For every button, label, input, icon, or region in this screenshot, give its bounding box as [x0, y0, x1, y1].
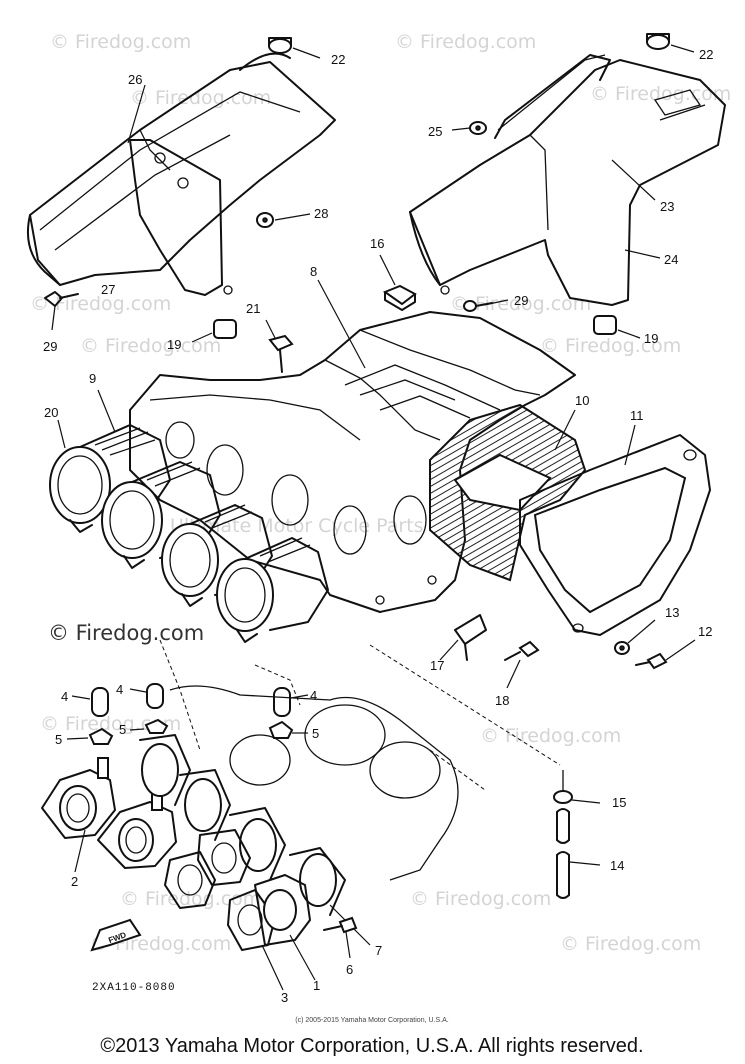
callout-27: 27: [101, 282, 115, 297]
washer-13: [614, 619, 656, 655]
grommet-19-right: [593, 315, 641, 339]
watermark-text: © Firedog.com: [40, 713, 181, 735]
watermark-text: © Firedog.com: [50, 31, 191, 53]
watermark-text: © Firedog.com: [480, 725, 621, 747]
watermark-text: © Firedog.com: [590, 83, 731, 105]
callout-16: 16: [370, 236, 384, 251]
watermark-text: © Firedog.com: [80, 335, 221, 357]
callout-5: 5: [55, 732, 62, 747]
watermark-text: © Firedog.com: [30, 293, 171, 315]
callout-3: 3: [281, 990, 288, 1005]
callout-11: 11: [630, 408, 644, 423]
callout-13: 13: [665, 605, 679, 620]
grommet-22-left: [268, 37, 321, 59]
callout-1: 1: [313, 978, 320, 993]
screw-29-left: [44, 291, 79, 331]
screw-29-right: [463, 299, 509, 312]
callout-21: 21: [246, 301, 260, 316]
bolt-12: [635, 639, 696, 670]
callout-15: 15: [612, 795, 626, 810]
air-filter-cover: [519, 424, 711, 636]
callout-26: 26: [128, 72, 142, 87]
watermark-text: Ultimate Motor Cycle Parts: [170, 515, 424, 537]
watermark-text: © Firedog.com: [540, 335, 681, 357]
grommet-19-left: [191, 319, 237, 343]
callout-23: 23: [660, 199, 674, 214]
callout-17: 17: [430, 658, 444, 673]
watermark-text: © Firedog.com: [395, 31, 536, 53]
callout-20: 20: [44, 405, 58, 420]
callout-7: 7: [375, 943, 382, 958]
firedog-watermark: © Firedog.com: [48, 621, 204, 645]
diagram-code: 2XA110-8080: [92, 982, 176, 994]
callout-2: 2: [71, 874, 78, 889]
watermark-layer: © Firedog.com © Firedog.com © Firedog.co…: [30, 31, 731, 955]
watermark-text: © Firedog.com: [410, 888, 551, 910]
callout-labels: 22 22 26 25 23 28 16 24 8 27 29 21 19 19…: [43, 47, 713, 1005]
callout-12: 12: [698, 624, 712, 639]
bolt-21: [265, 319, 294, 373]
callout-10: 10: [575, 393, 589, 408]
callout-19: 19: [644, 331, 658, 346]
callout-5: 5: [312, 726, 319, 741]
callout-5: 5: [119, 722, 126, 737]
dashed-guides: [159, 639, 561, 791]
callout-18: 18: [495, 693, 509, 708]
callout-29: 29: [514, 293, 528, 308]
watermark-text: © Firedog.com: [120, 888, 261, 910]
grommet-22-right: [646, 33, 695, 53]
callout-19: 19: [167, 337, 181, 352]
callout-4: 4: [310, 688, 317, 703]
damper-16: [379, 254, 417, 311]
callout-4: 4: [61, 689, 68, 704]
screw-6: [323, 916, 358, 959]
callout-28: 28: [314, 206, 328, 221]
bracket-17: [439, 614, 487, 661]
watermark-text: © Firedog.com: [130, 87, 271, 109]
watermark-text: © Firedog.com: [560, 933, 701, 955]
nut-25: [451, 121, 487, 135]
callout-6: 6: [346, 962, 353, 977]
callout-29: 29: [43, 339, 57, 354]
watermark-text: © Firedog.com: [450, 293, 591, 315]
fwd-arrow-icon: FWD: [90, 918, 142, 952]
left-side-cover: [26, 52, 336, 296]
callout-9: 9: [89, 371, 96, 386]
callout-22: 22: [331, 52, 345, 67]
callout-24: 24: [664, 252, 678, 267]
callout-22: 22: [699, 47, 713, 62]
footer-copyright: ©2013 Yamaha Motor Corporation, U.S.A. A…: [100, 1035, 643, 1057]
small-copyright: (c) 2005-2015 Yamaha Motor Corporation, …: [295, 1017, 448, 1024]
hose-14-clip-15: [553, 770, 601, 899]
intake-joints: [49, 389, 329, 643]
callout-14: 14: [610, 858, 624, 873]
callout-8: 8: [310, 264, 317, 279]
nut-28: [256, 212, 311, 228]
screw-18: [504, 640, 540, 689]
lower-carb-joints: [41, 683, 459, 991]
right-side-cover: [409, 54, 726, 306]
callout-4: 4: [116, 682, 123, 697]
callout-25: 25: [428, 124, 442, 139]
